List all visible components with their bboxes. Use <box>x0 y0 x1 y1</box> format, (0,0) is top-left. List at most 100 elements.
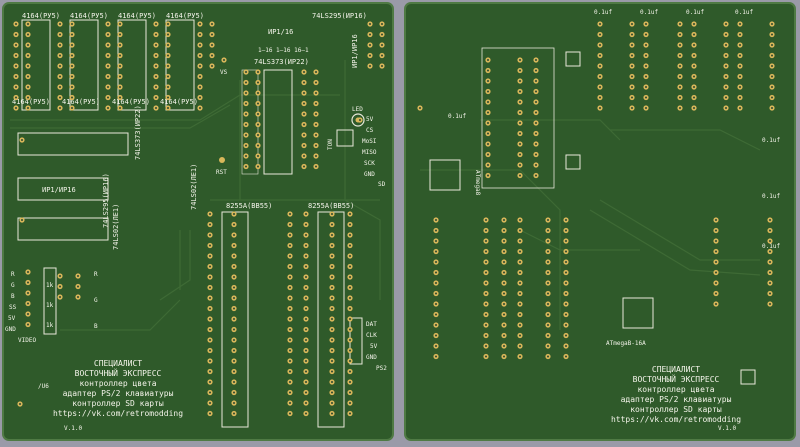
pad-hole <box>725 75 727 78</box>
pad-hole <box>645 65 647 67</box>
pad-hole <box>565 355 567 358</box>
pad-hole <box>71 86 73 88</box>
pad-hole <box>771 44 773 46</box>
pad-hole <box>211 65 213 67</box>
pad-hole <box>565 334 567 337</box>
pad-hole <box>289 255 291 257</box>
pad-hole <box>503 271 505 274</box>
pad-hole <box>27 65 29 67</box>
right-title-line-6: https://vk.com/retromodding <box>611 415 741 424</box>
pad-hole <box>369 54 371 57</box>
pad-hole <box>209 307 211 310</box>
pad-hole <box>199 33 201 36</box>
pad-hole <box>725 44 727 46</box>
pad-hole <box>167 23 169 25</box>
pad-hole <box>331 286 333 289</box>
pad-hole <box>693 23 695 25</box>
pad-hole <box>535 90 537 93</box>
pad-hole <box>739 23 741 25</box>
cap-top-2: 0.1uf <box>640 9 658 16</box>
pad-hole <box>631 75 633 78</box>
pad-hole <box>349 244 351 247</box>
pad-hole <box>315 165 317 168</box>
pad-hole <box>233 360 235 362</box>
pad-hole <box>645 54 647 57</box>
pad-hole <box>487 143 489 145</box>
pad-hole <box>419 107 421 109</box>
pad-hole <box>119 54 121 57</box>
pad-hole <box>725 33 727 36</box>
pad-hole <box>119 96 121 99</box>
pad-hole <box>519 261 521 263</box>
pad-hole <box>59 54 61 57</box>
pad-hole <box>503 219 505 221</box>
pad-hole <box>771 96 773 99</box>
pad-hole <box>77 275 79 277</box>
pad-hole <box>155 86 157 88</box>
chip-label-4: 4164(РУ5) <box>166 12 204 20</box>
pad-hole <box>535 80 537 82</box>
cap-right-2: 0.1uf <box>762 193 780 200</box>
right-board-substrate <box>404 2 796 441</box>
pad-hole <box>547 282 549 284</box>
cap-top-1: 0.1uf <box>594 9 612 16</box>
pad-hole <box>59 96 61 99</box>
pad-hole <box>535 59 537 61</box>
pad-hole <box>739 33 741 36</box>
pad-hole <box>303 123 305 126</box>
pad-hole <box>119 65 121 67</box>
pad-hole <box>209 370 211 373</box>
pad-hole <box>107 44 109 46</box>
pad-hole <box>435 229 437 232</box>
pad-hole <box>71 65 73 67</box>
pad-hole <box>739 65 741 67</box>
pad-hole <box>305 402 307 404</box>
pad-hole <box>27 302 29 305</box>
pad-hole <box>519 174 521 177</box>
pad-hole <box>679 107 681 109</box>
ton-label: TON <box>327 139 334 150</box>
pad-hole <box>349 412 351 415</box>
pad-hole <box>155 23 157 25</box>
pad-hole <box>107 33 109 36</box>
pad-hole <box>771 54 773 57</box>
pad-hole <box>349 213 351 215</box>
pad-hole <box>679 75 681 78</box>
pad-hole <box>331 391 333 394</box>
pad-hole <box>233 391 235 394</box>
pad-hole <box>331 265 333 268</box>
pad-hole <box>257 155 259 157</box>
ls295-top-label: 74LS295(ИР16) <box>312 12 367 20</box>
pad-hole <box>693 86 695 88</box>
pad-hole <box>693 96 695 99</box>
pad-hole <box>107 23 109 25</box>
pad-hole <box>289 234 291 236</box>
pad-hole <box>519 111 521 114</box>
pad-hole <box>289 307 291 310</box>
pad-hole <box>547 324 549 326</box>
pad-hole <box>71 23 73 25</box>
pad-hole <box>435 261 437 263</box>
pad-hole <box>485 303 487 305</box>
pad-hole <box>519 324 521 326</box>
pad-hole <box>381 23 383 25</box>
pad-hole <box>15 33 17 36</box>
pad-hole <box>77 285 79 288</box>
pad-hole <box>209 234 211 236</box>
pad-hole <box>199 75 201 78</box>
pad-hole <box>519 292 521 295</box>
pad-hole <box>245 134 247 136</box>
pad-hole <box>599 44 601 46</box>
pad-hole <box>15 44 17 46</box>
pad-hole <box>107 75 109 78</box>
right-title-line-5: контроллер SD карты <box>630 405 722 414</box>
pad-hole <box>679 96 681 99</box>
right-title-line-3: контроллер цвета <box>637 385 714 394</box>
pad-hole <box>535 111 537 114</box>
pad-hole <box>155 107 157 109</box>
pad-hole <box>331 328 333 331</box>
pad-hole <box>487 69 489 72</box>
pad-hole <box>71 44 73 46</box>
pad-hole <box>487 90 489 93</box>
pad-hole <box>547 334 549 337</box>
